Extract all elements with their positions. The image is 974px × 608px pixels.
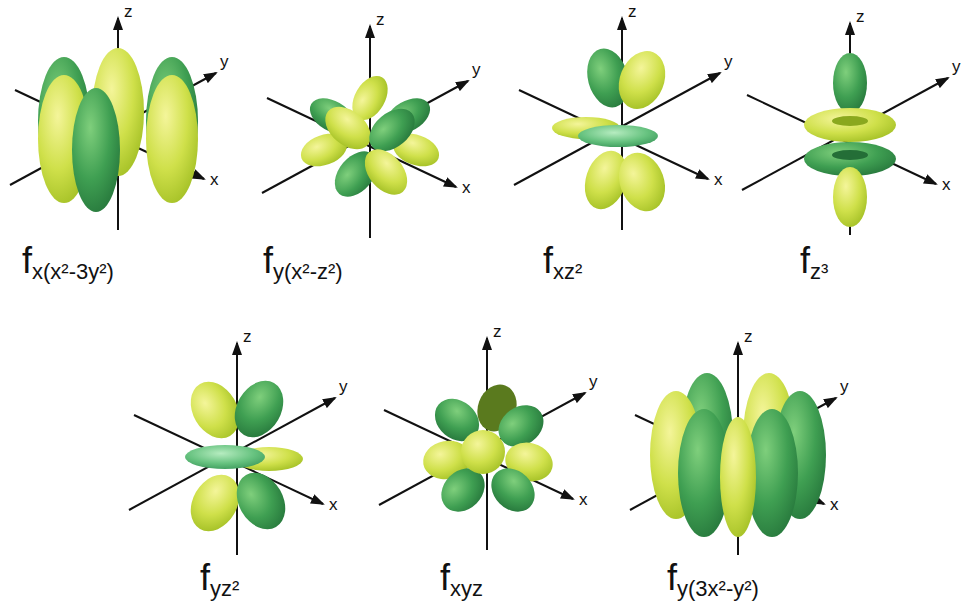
axis-label: x (462, 178, 471, 198)
axis-label: y (220, 52, 229, 72)
orbital-symbol: f (543, 240, 553, 281)
axis-label: z (124, 2, 133, 22)
axis-label: y (724, 52, 733, 72)
orbital-lobe (227, 464, 295, 538)
orbital-subscript: x(x²-3y²) (32, 259, 114, 284)
axis-label: x (579, 490, 588, 510)
orbital-symbol: f (263, 240, 273, 281)
axis-label: x (942, 175, 951, 195)
orbital-symbol: f (667, 557, 677, 598)
orbital-lobe (578, 125, 658, 147)
orbital-panel (630, 343, 836, 555)
axis-label: y (339, 377, 348, 397)
orbital-lobe (832, 150, 868, 160)
orbital-panel (742, 23, 948, 235)
orbital-subscript: y(3x²-y²) (677, 576, 759, 601)
axis-label: y (589, 372, 598, 392)
orbital-panel (129, 343, 335, 555)
axis-label: y (952, 57, 961, 77)
orbital-lobe (146, 75, 198, 203)
axes (10, 18, 216, 230)
orbital-subscript: yz² (210, 576, 239, 601)
orbital-subscript: y(x²-z²) (273, 259, 343, 284)
orbital-lobe (833, 53, 867, 113)
axis-label: y (840, 377, 849, 397)
orbital-lobe (185, 445, 265, 469)
orbital-lobe (804, 108, 896, 142)
orbital-subscript: z³ (810, 259, 828, 284)
axes (514, 18, 720, 230)
orbital-subscript: xz² (553, 259, 582, 284)
axes (129, 343, 335, 555)
orbital-panel (262, 26, 468, 238)
orbital-lobe (610, 44, 673, 116)
orbital-lobe (356, 141, 415, 203)
axes (742, 23, 948, 235)
axis-label: x (329, 495, 338, 515)
axis-label: x (714, 170, 723, 190)
axes (262, 26, 468, 238)
orbital-lobe (225, 372, 293, 446)
axis-label: z (376, 10, 385, 30)
orbital-lobe (833, 167, 867, 227)
orbital-lobe (461, 430, 505, 474)
orbital-subscript: xyz (450, 576, 483, 601)
axis-label: x (830, 495, 839, 515)
orbital-symbol: f (440, 557, 450, 598)
axis-label: z (628, 2, 637, 22)
orbital-lobe (611, 146, 673, 217)
orbital-symbol: f (200, 557, 210, 598)
axis-label: x (210, 170, 219, 190)
orbital-lobe (361, 100, 423, 159)
axes (630, 343, 836, 555)
orbital-panel (379, 338, 585, 550)
orbital-lobe (317, 98, 379, 157)
axes (379, 338, 585, 550)
axis-label: z (744, 327, 753, 347)
axis-label: y (472, 60, 481, 80)
orbital-panel (10, 18, 216, 230)
orbital-panel (514, 18, 720, 230)
axis-label: z (493, 322, 502, 342)
axis-label: z (856, 7, 865, 27)
orbital-symbol: f (22, 240, 32, 281)
axis-label: z (243, 327, 252, 347)
orbital-symbol: f (800, 240, 810, 281)
orbital-lobe (72, 88, 120, 212)
orbital-lobe (720, 417, 756, 537)
orbital-lobe (832, 116, 868, 126)
